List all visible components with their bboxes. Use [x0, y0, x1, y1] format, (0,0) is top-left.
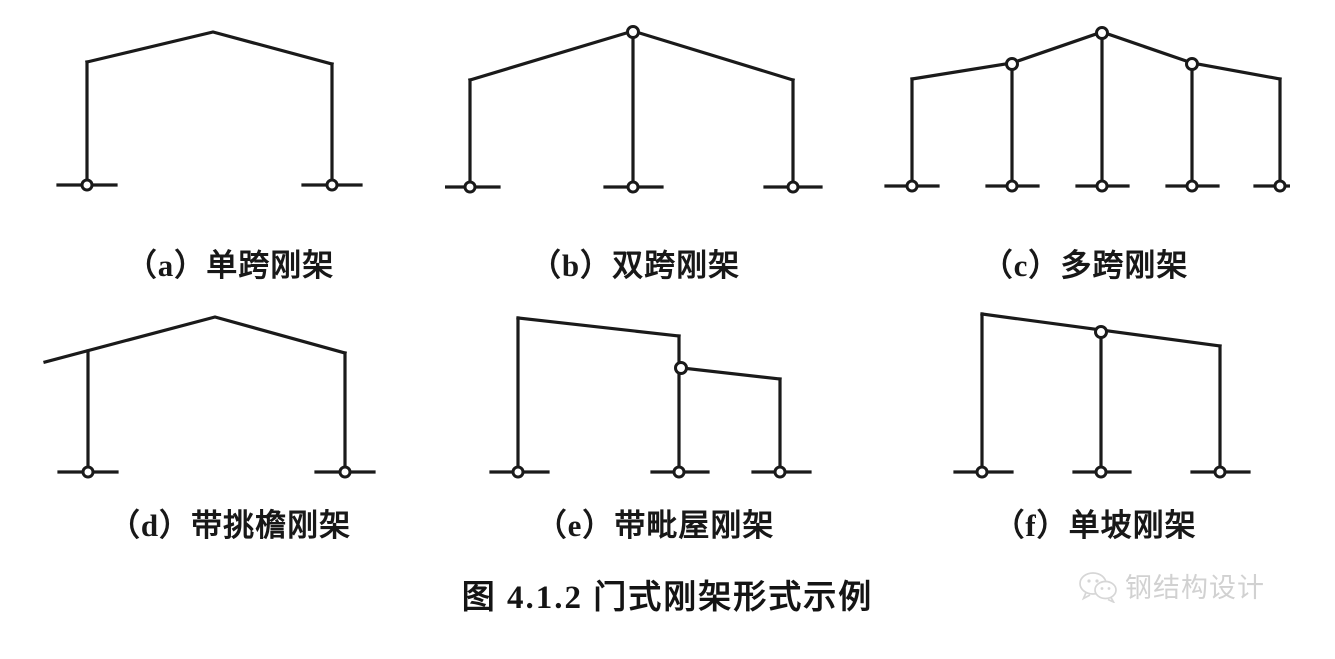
pinned-base-joint [1094, 465, 1108, 479]
frame-diagram-d: （d）带挑檐刚架 [40, 300, 420, 550]
frame-c-svg [884, 26, 1290, 193]
pinned-base-joint [1005, 179, 1019, 193]
pinned-base-joint [1185, 179, 1199, 193]
watermark: 钢结构设计 [1078, 566, 1265, 605]
pinned-base-joint [338, 465, 352, 479]
pinned-base-joint [1213, 465, 1227, 479]
frame-caption-b: （b）双跨刚架 [529, 248, 741, 283]
watermark-text: 钢结构设计 [1125, 573, 1265, 603]
main-roof-beam [516, 316, 681, 338]
frame-diagram-f: （f）单坡刚架 [900, 300, 1290, 550]
roof-beam [85, 30, 334, 66]
wechat-icon [1079, 571, 1117, 603]
frame-caption-d: （d）带挑檐刚架 [108, 508, 352, 543]
pinned-base-joint [325, 178, 339, 192]
frame-diagram-a: （a）单跨刚架 [40, 18, 420, 288]
pinned-base-joint [81, 465, 95, 479]
roof-beam [910, 30, 1282, 81]
ridge-hinge-joint [1095, 26, 1109, 40]
pinned-base-joint [773, 465, 787, 479]
frame-diagram-c: （c）多跨刚架 [880, 18, 1290, 288]
pinned-base-joint [626, 180, 640, 194]
pinned-base-joint [511, 465, 525, 479]
frame-caption-a: （a）单跨刚架 [125, 248, 335, 283]
frame-caption-c: （c）多跨刚架 [981, 248, 1189, 283]
frame-caption-e: （e）带毗屋刚架 [535, 508, 775, 543]
frame-diagram-e: （e）带毗屋刚架 [460, 300, 850, 550]
lean-to-roof-beam [680, 366, 782, 381]
pinned-base-joint [975, 465, 989, 479]
roof-beam-with-overhang [43, 315, 347, 364]
pinned-base-joint [1095, 179, 1109, 193]
frame-a-svg [56, 30, 363, 192]
frame-diagram-b: （b）双跨刚架 [445, 18, 825, 288]
pinned-base-joint [786, 180, 800, 194]
roof-hinge-joint [1005, 57, 1019, 71]
lean-to-hinge-joint [674, 361, 688, 375]
roof-hinge-joint [1094, 325, 1108, 339]
pinned-base-joint [80, 178, 94, 192]
frame-b-svg [445, 25, 823, 194]
frame-e-svg [489, 316, 812, 479]
roof-hinge-joint [1185, 57, 1199, 71]
pinned-base-joint [672, 465, 686, 479]
pinned-base-joint [1273, 179, 1287, 193]
frame-caption-f: （f）单坡刚架 [993, 508, 1197, 543]
pinned-base-joint [463, 180, 477, 194]
pinned-base-joint [905, 179, 919, 193]
frame-d-svg [43, 315, 376, 479]
frame-f-svg [953, 312, 1251, 479]
ridge-hinge-joint [626, 25, 640, 39]
figure-title: 图 4.1.2 门式刚架形式示例 [461, 580, 874, 616]
